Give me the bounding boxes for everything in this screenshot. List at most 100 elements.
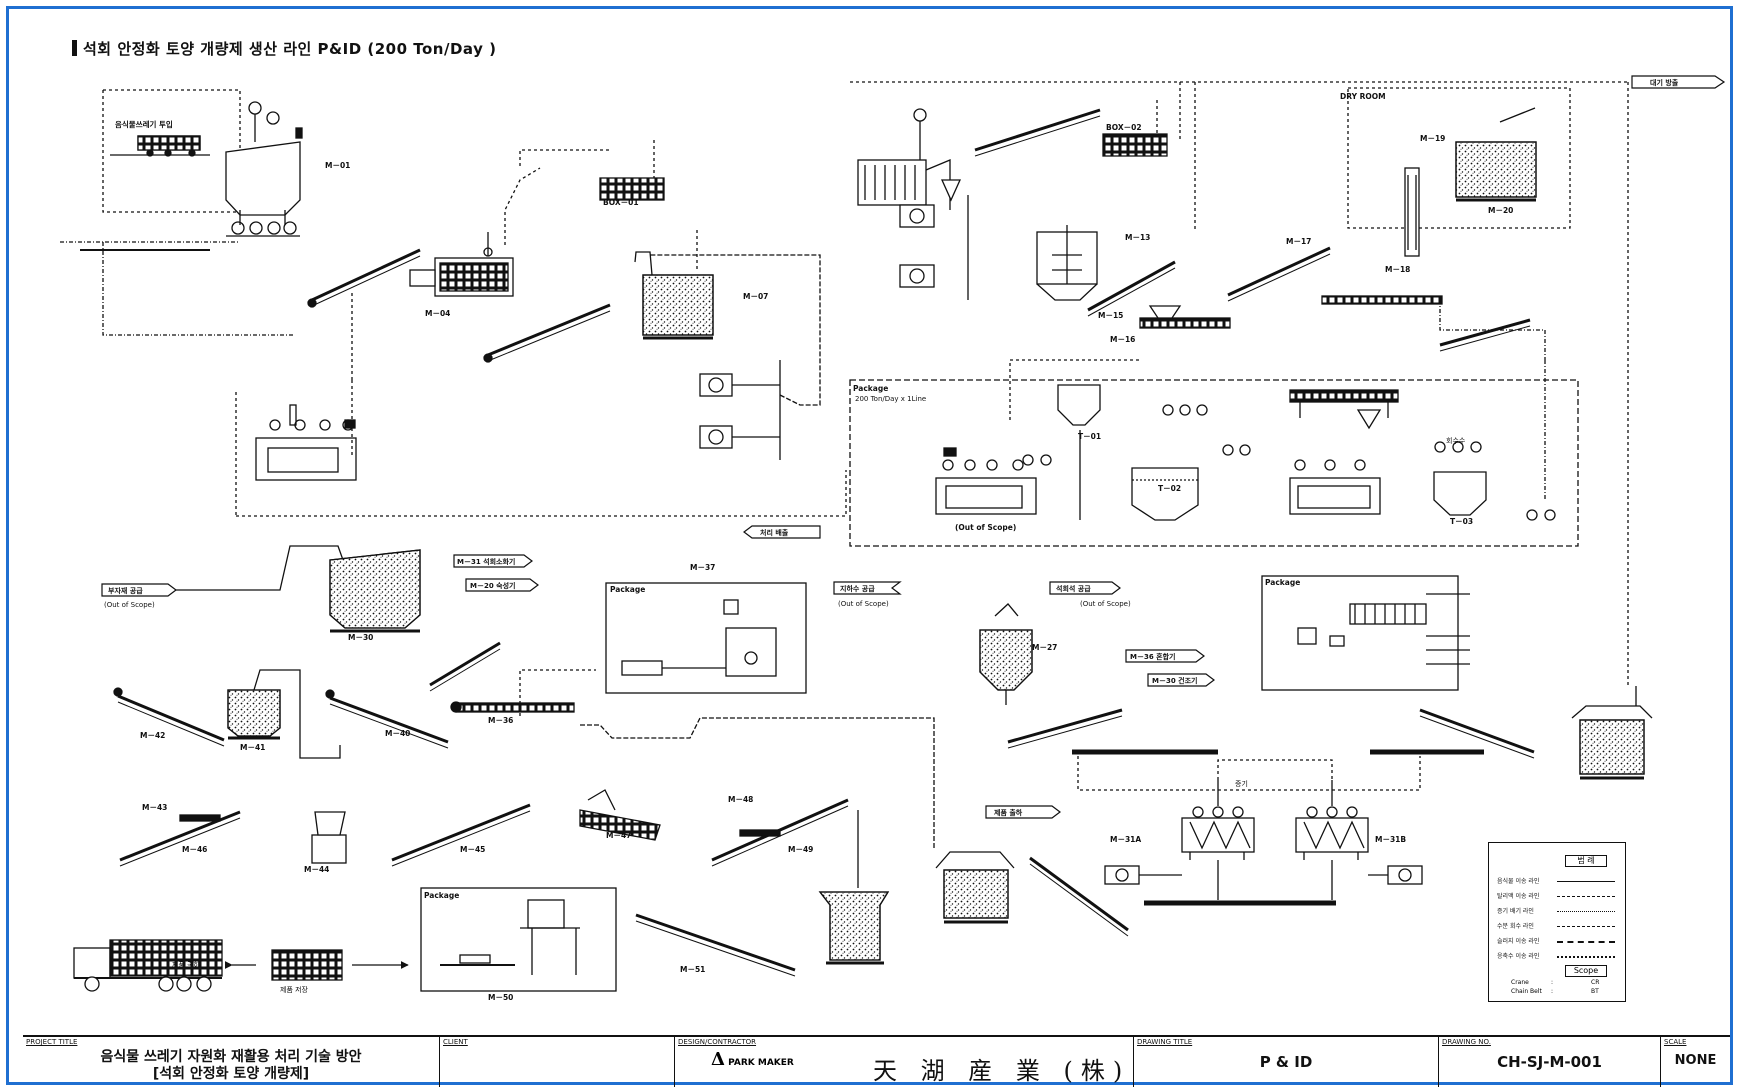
lime-silo-m27 [979,603,1033,705]
label-m51: M－51 [680,965,705,974]
screw-conveyor-m02 [307,248,421,308]
label-package-2: Package [610,585,645,594]
tag-m36: M－36 혼합기 [1130,652,1175,661]
tb-drawing-no-caption: DRAWING NO. [1442,1038,1491,1046]
sump-tank-t03 [935,447,1037,515]
tb-drawing-title: DRAWING TITLE P & ID [1134,1037,1439,1087]
tag-m31: M－31 석회소화기 [457,557,515,566]
pump-group-m32 [1104,865,1423,885]
label-m04: M－04 [425,309,450,318]
legend-box: 범 례 음식물 이송 라인 탈리액 이송 라인 증기 배기 라인 수분 회수 라… [1488,842,1626,1002]
package-water-treatment [849,379,1579,547]
storage-tank-m35 [1571,82,1653,780]
label-t01: T－01 [1078,432,1101,441]
tag-m20: M－20 숙성기 [470,581,515,590]
label-m31a: M－31A [1110,835,1141,844]
label-m45: M－45 [460,845,485,854]
tag-water-oos: (Out of Scope) [838,600,889,608]
company-logo: Δ PARK MAKER [711,1049,794,1070]
screw-conveyor-m51 [635,913,796,977]
maturation-tank-m20 [1455,107,1537,202]
tag-m20-shape [465,578,539,592]
tb-client-caption: CLIENT [443,1038,468,1046]
scope-row-1: Crane:CR [1511,979,1600,986]
tag-air-out-shape [1631,75,1726,89]
label-m19: M－19 [1420,134,1445,143]
project-title-line1: 음식물 쓰레기 자원화 재활용 처리 기술 방안 [100,1049,362,1065]
label-t02: T－02 [1158,484,1181,493]
screw-conveyor-m33 [1419,708,1535,759]
tag-m36-shape [1125,649,1205,663]
tag-m30-shape [1147,673,1215,687]
tb-client: CLIENT [440,1037,675,1087]
screener-m44 [311,811,347,864]
tag-lime-supply-shape [1049,581,1121,595]
label-food-waste-in: 음식물쓰레기 투입 [115,119,173,129]
tb-scale: SCALE NONE [1661,1037,1730,1087]
legend-row-5: 슬러지 이송 라인 [1497,935,1621,947]
tb-scale-caption: SCALE [1664,1038,1687,1046]
screw-conveyor-m28 [1007,708,1123,749]
tb-drawing-title-value: P & ID [1259,1053,1313,1071]
screw-conveyor-m40 [325,689,449,749]
label-m49: M－49 [788,845,813,854]
sump-tank-p01 [235,392,357,516]
label-m13: M－13 [1125,233,1150,242]
label-package-3: Package [424,891,459,900]
label-m15: M－15 [1098,311,1123,320]
legend-scope-header: Scope [1565,965,1607,977]
label-m40: M－40 [385,729,410,738]
screw-conveyor-m17 [1227,246,1331,302]
legend-row-2: 탈리액 이송 라인 [1497,890,1621,902]
storage-hopper-m30 [329,549,421,633]
tag-m30: M－30 건조기 [1152,676,1197,685]
tag-treated-water-shape [743,525,821,539]
label-m46: M－46 [182,845,207,854]
package-lime-slaking [605,582,807,694]
tb-designer: DESIGN/CONTRACTOR Δ PARK MAKER 天 湖 産 業 (… [675,1037,1134,1087]
tag-water-supply-shape [833,581,902,595]
label-m07: M－07 [743,292,768,301]
screw-conveyor-m14 [1087,260,1176,317]
screw-conveyor-m42 [113,687,225,747]
screw-conveyor-m21 [1439,318,1531,352]
label-product-storage: 제품 저장 [280,985,309,994]
conveyor-m29 [1072,749,1484,906]
label-box01: BOX－01 [603,198,639,207]
package-bagging [420,887,617,992]
company-name: 天 湖 産 業 (株) [873,1057,1131,1085]
label-package-capacity: 200 Ton/Day x 1Line [855,395,926,403]
label-dry-room: DRY ROOM [1340,92,1386,101]
sump-tank-t04 [1289,459,1381,515]
screw-conveyor-m43 [119,810,241,867]
thickener-m09 [857,108,951,210]
pump-crosses [1022,404,1556,521]
tb-project-title: PROJECT TITLE 음식물 쓰레기 자원화 재활용 처리 기술 방안 [… [23,1037,440,1087]
tag-m31-shape [453,554,533,568]
tag-feed-oos: (Out of Scope) [104,601,155,609]
tb-drawing-no-value: CH-SJ-M-001 [1497,1053,1602,1071]
tank-t01 [1057,384,1101,426]
package-boiler [1261,575,1459,691]
screw-conveyor-m36 [450,701,575,713]
screw-conveyor-m45 [391,803,531,867]
tag-air-out: 대기 방출 [1650,78,1679,87]
storage-tank-m07 [634,230,714,340]
label-m27: M－27 [1032,643,1057,652]
bucket-elevator-m19 [1404,167,1420,257]
label-m01: M－01 [325,161,350,170]
tank-t03-right [1433,471,1487,516]
dryer-m31a [1181,780,1255,860]
tag-water-supply: 지하수 공급 [840,584,875,593]
label-out-of-scope-1: (Out of Scope) [955,523,1016,532]
tag-lime-oos: (Out of Scope) [1080,600,1131,608]
delivery-truck-icon [73,939,223,992]
storage-tank-m39 [935,851,1015,924]
scope-row-2: Chain Belt:BT [1511,988,1599,995]
label-package-1: Package [853,384,888,393]
title-block: PROJECT TITLE 음식물 쓰레기 자원화 재활용 처리 기술 방안 [… [23,1035,1730,1087]
dryer-m31b [1295,780,1369,860]
label-m36: M－36 [488,716,513,725]
tag-treated-water: 처리 배출 [760,528,789,537]
